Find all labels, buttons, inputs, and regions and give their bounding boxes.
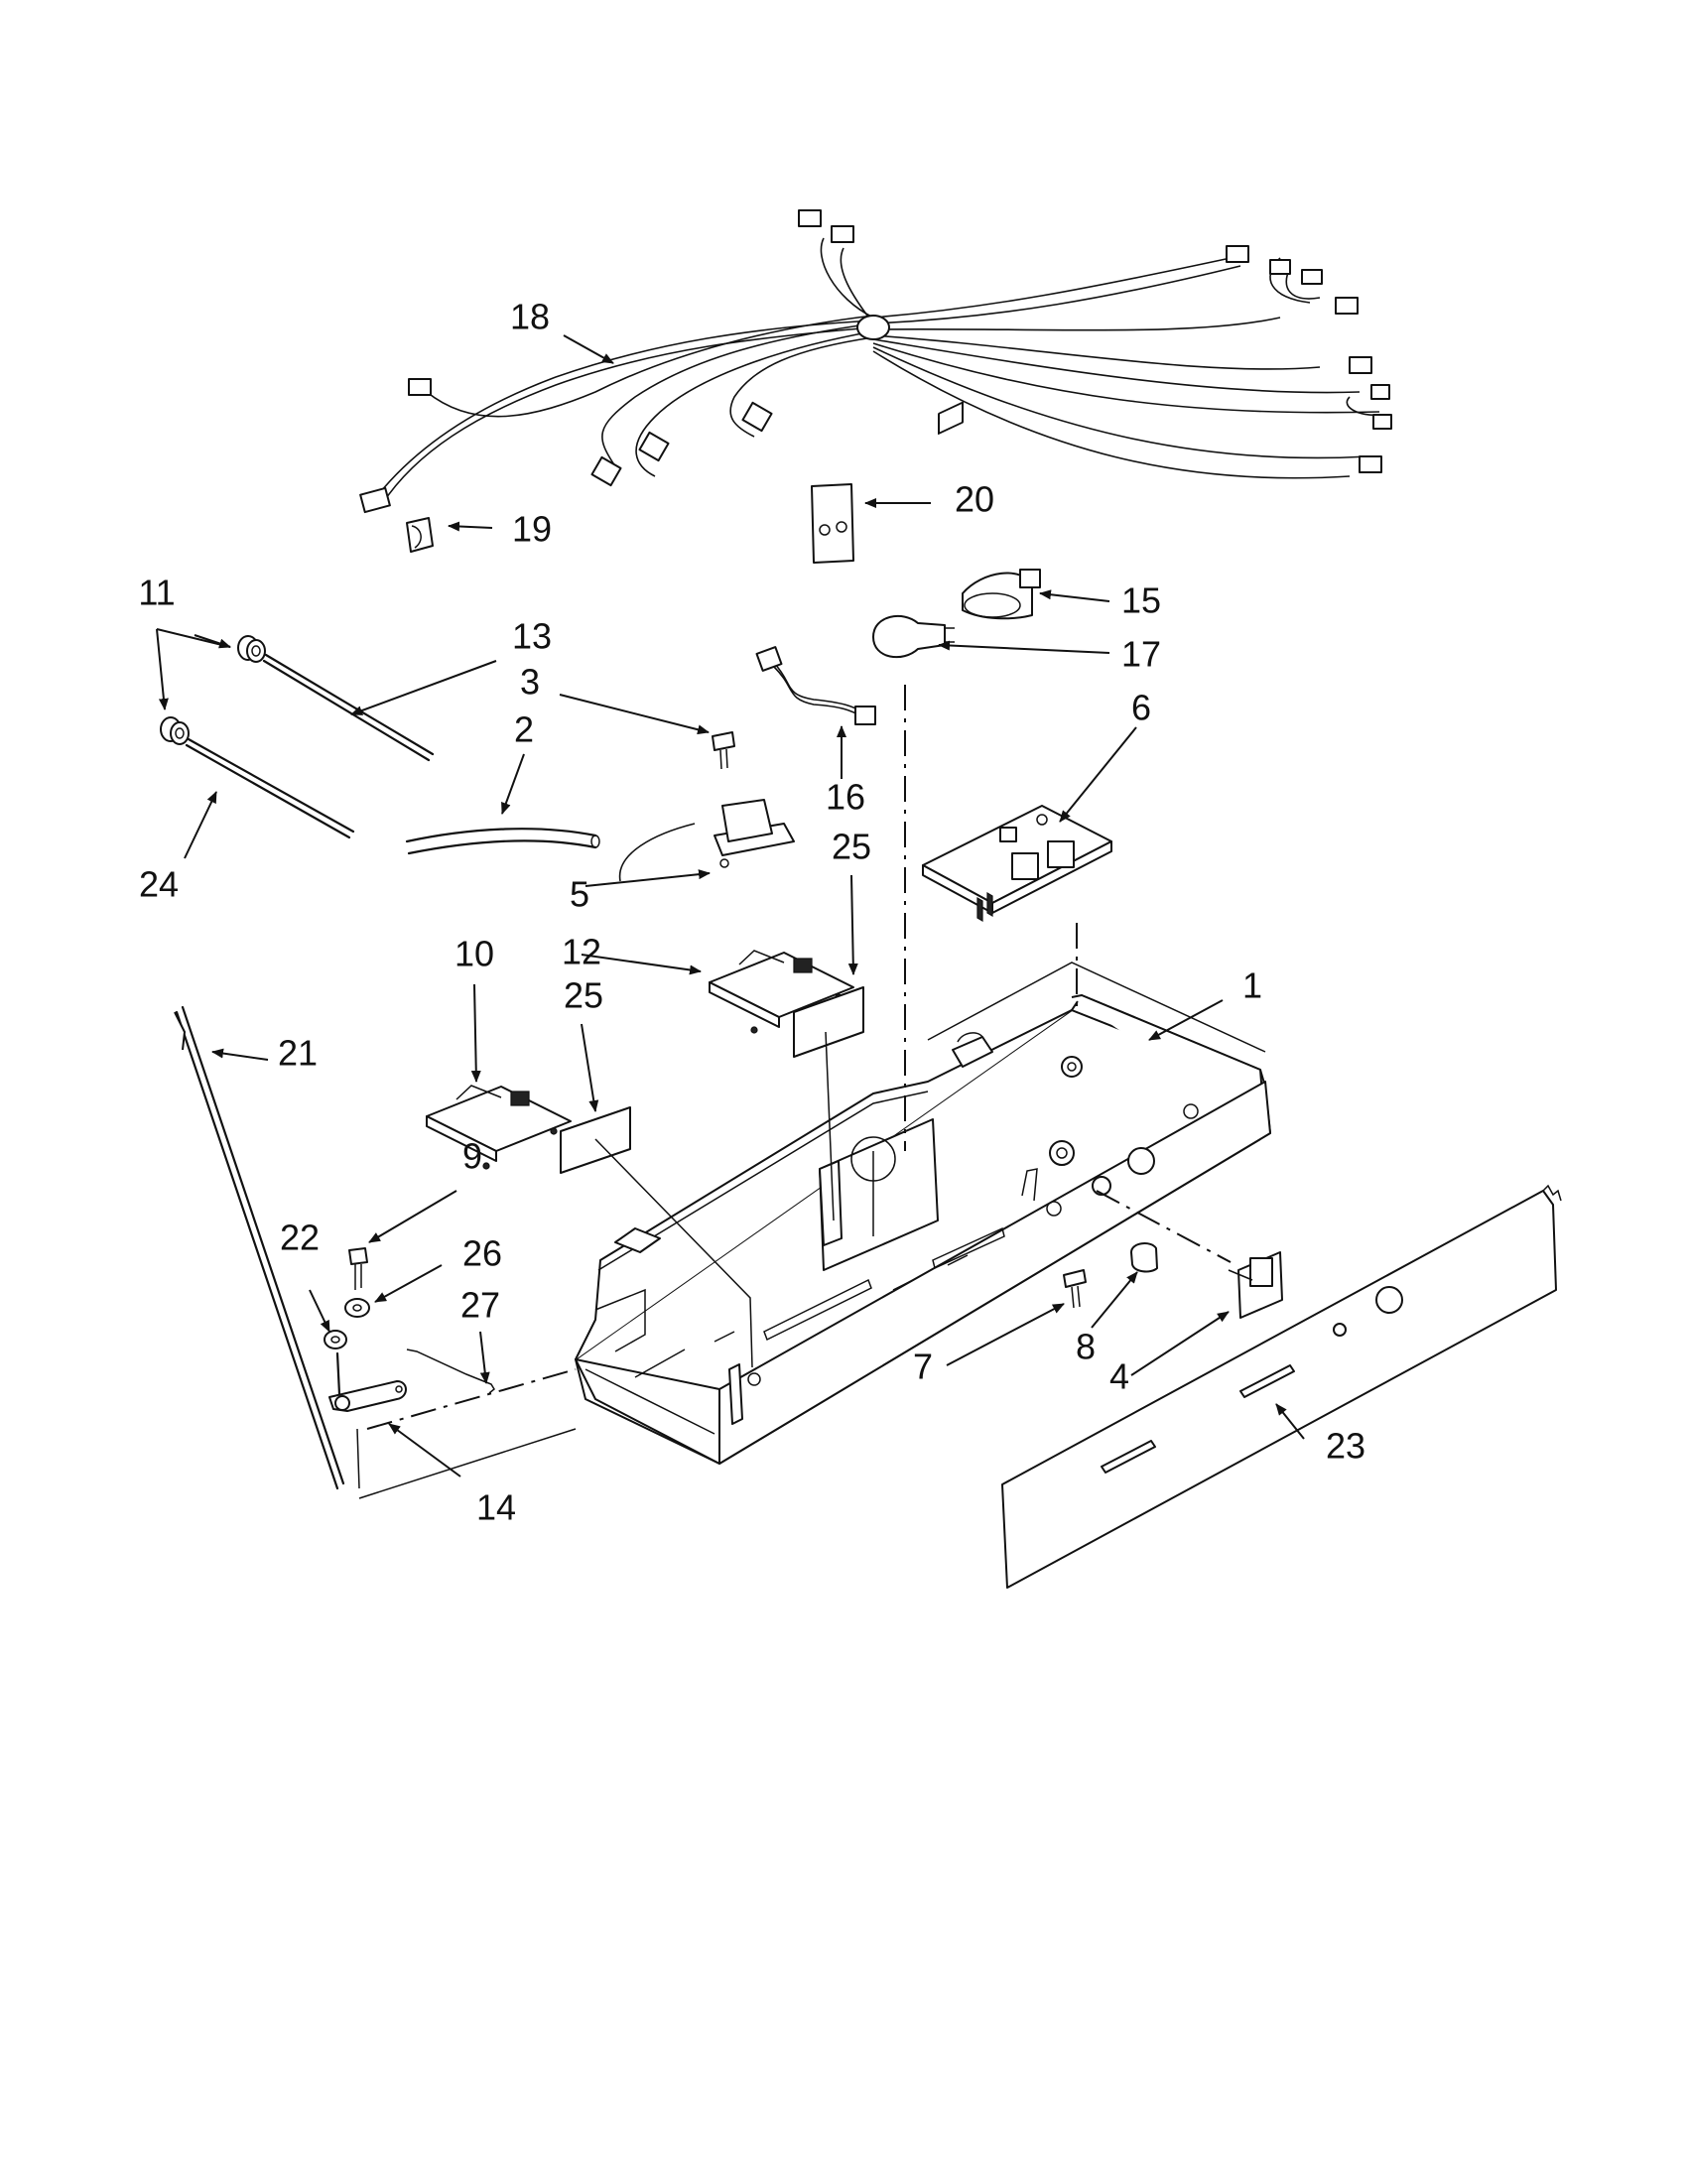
jumper-wire-part — [755, 646, 876, 725]
wire-part-27 — [406, 1349, 495, 1394]
callout-9: 9 — [462, 1136, 482, 1177]
callout-16: 16 — [826, 777, 865, 818]
callout-27: 27 — [460, 1285, 500, 1326]
foam-pad-part — [811, 483, 854, 564]
callout-17: 17 — [1121, 634, 1161, 675]
bracket-part-12 — [709, 950, 854, 1034]
callout-24: 24 — [139, 864, 179, 905]
callout-13: 13 — [512, 616, 552, 657]
callout-18: 18 — [510, 297, 550, 337]
screw-part-3 — [712, 731, 735, 770]
control-knob-part — [1228, 1251, 1283, 1319]
washer-part-22 — [324, 1330, 347, 1349]
label-part-25a — [793, 986, 864, 1058]
callout-3: 3 — [520, 662, 540, 703]
callout-22: 22 — [280, 1218, 320, 1258]
light-bulb-part — [872, 614, 955, 659]
callout-2: 2 — [514, 709, 534, 750]
tube-part — [405, 828, 600, 855]
screw-part-7 — [1063, 1269, 1087, 1309]
callout-25a: 25 — [832, 827, 871, 867]
callout-14: 14 — [476, 1487, 516, 1528]
rod-part-21 — [174, 1005, 345, 1490]
button-part-8 — [1130, 1242, 1158, 1273]
callout-21: 21 — [278, 1033, 318, 1074]
callout-20: 20 — [955, 479, 994, 520]
callout-25b: 25 — [564, 975, 603, 1016]
control-housing-part — [575, 962, 1271, 1465]
callout-8: 8 — [1076, 1327, 1096, 1367]
callout-12: 12 — [562, 932, 601, 972]
leader-arrows — [156, 334, 1305, 1477]
callout-15: 15 — [1121, 580, 1161, 621]
callout-7: 7 — [913, 1347, 933, 1387]
lamp-socket-part — [962, 569, 1041, 620]
callout-11: 11 — [138, 573, 175, 613]
callout-5: 5 — [570, 874, 589, 915]
hinge-screw-part-9 — [348, 1247, 368, 1290]
callout-26: 26 — [462, 1233, 502, 1274]
assembly-guide-lines — [356, 685, 1232, 1499]
callout-10: 10 — [454, 934, 494, 974]
washer-part-26 — [344, 1298, 370, 1318]
bushing-and-rod-parts — [160, 635, 435, 839]
switch-part — [618, 799, 795, 882]
callout-23: 23 — [1326, 1426, 1365, 1467]
clip-part — [406, 517, 434, 553]
callout-6: 6 — [1131, 688, 1151, 728]
callout-4: 4 — [1109, 1356, 1129, 1397]
hinge-bracket-part-14 — [328, 1351, 407, 1412]
control-board-part — [922, 401, 1112, 923]
wire-harness-part — [359, 209, 1392, 514]
part-number-callouts: 1 2 3 4 5 6 7 8 9 10 11 12 13 14 15 16 1… — [138, 297, 1365, 1528]
callout-19: 19 — [512, 509, 552, 550]
trim-strip-part — [1001, 1184, 1562, 1589]
bracket-part-10 — [426, 1085, 572, 1170]
callout-1: 1 — [1242, 965, 1262, 1006]
